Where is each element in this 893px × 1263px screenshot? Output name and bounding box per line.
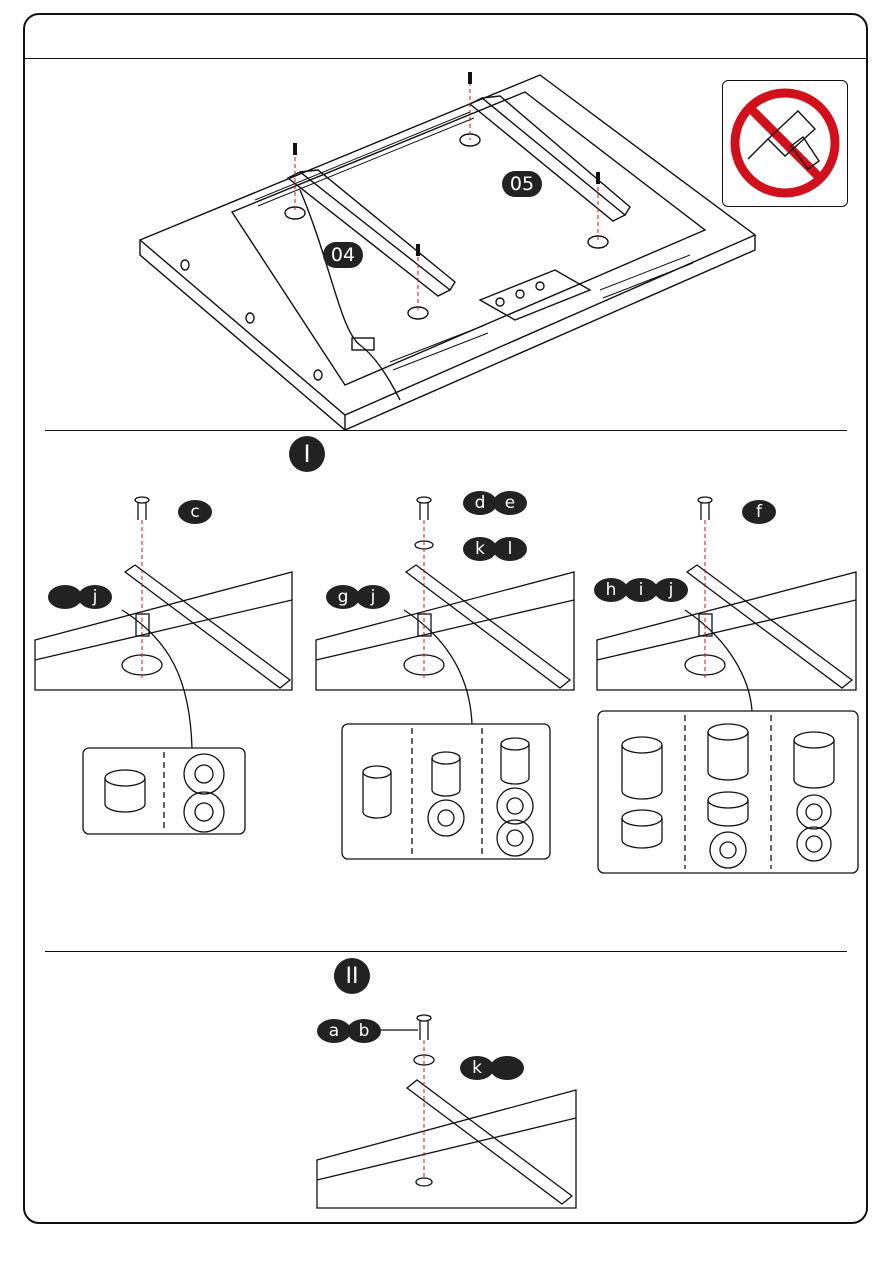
label-a: a (317, 1019, 351, 1043)
label-washer-blank (490, 1056, 524, 1080)
label-k-2: k (460, 1056, 494, 1080)
label-b: b (347, 1019, 381, 1043)
